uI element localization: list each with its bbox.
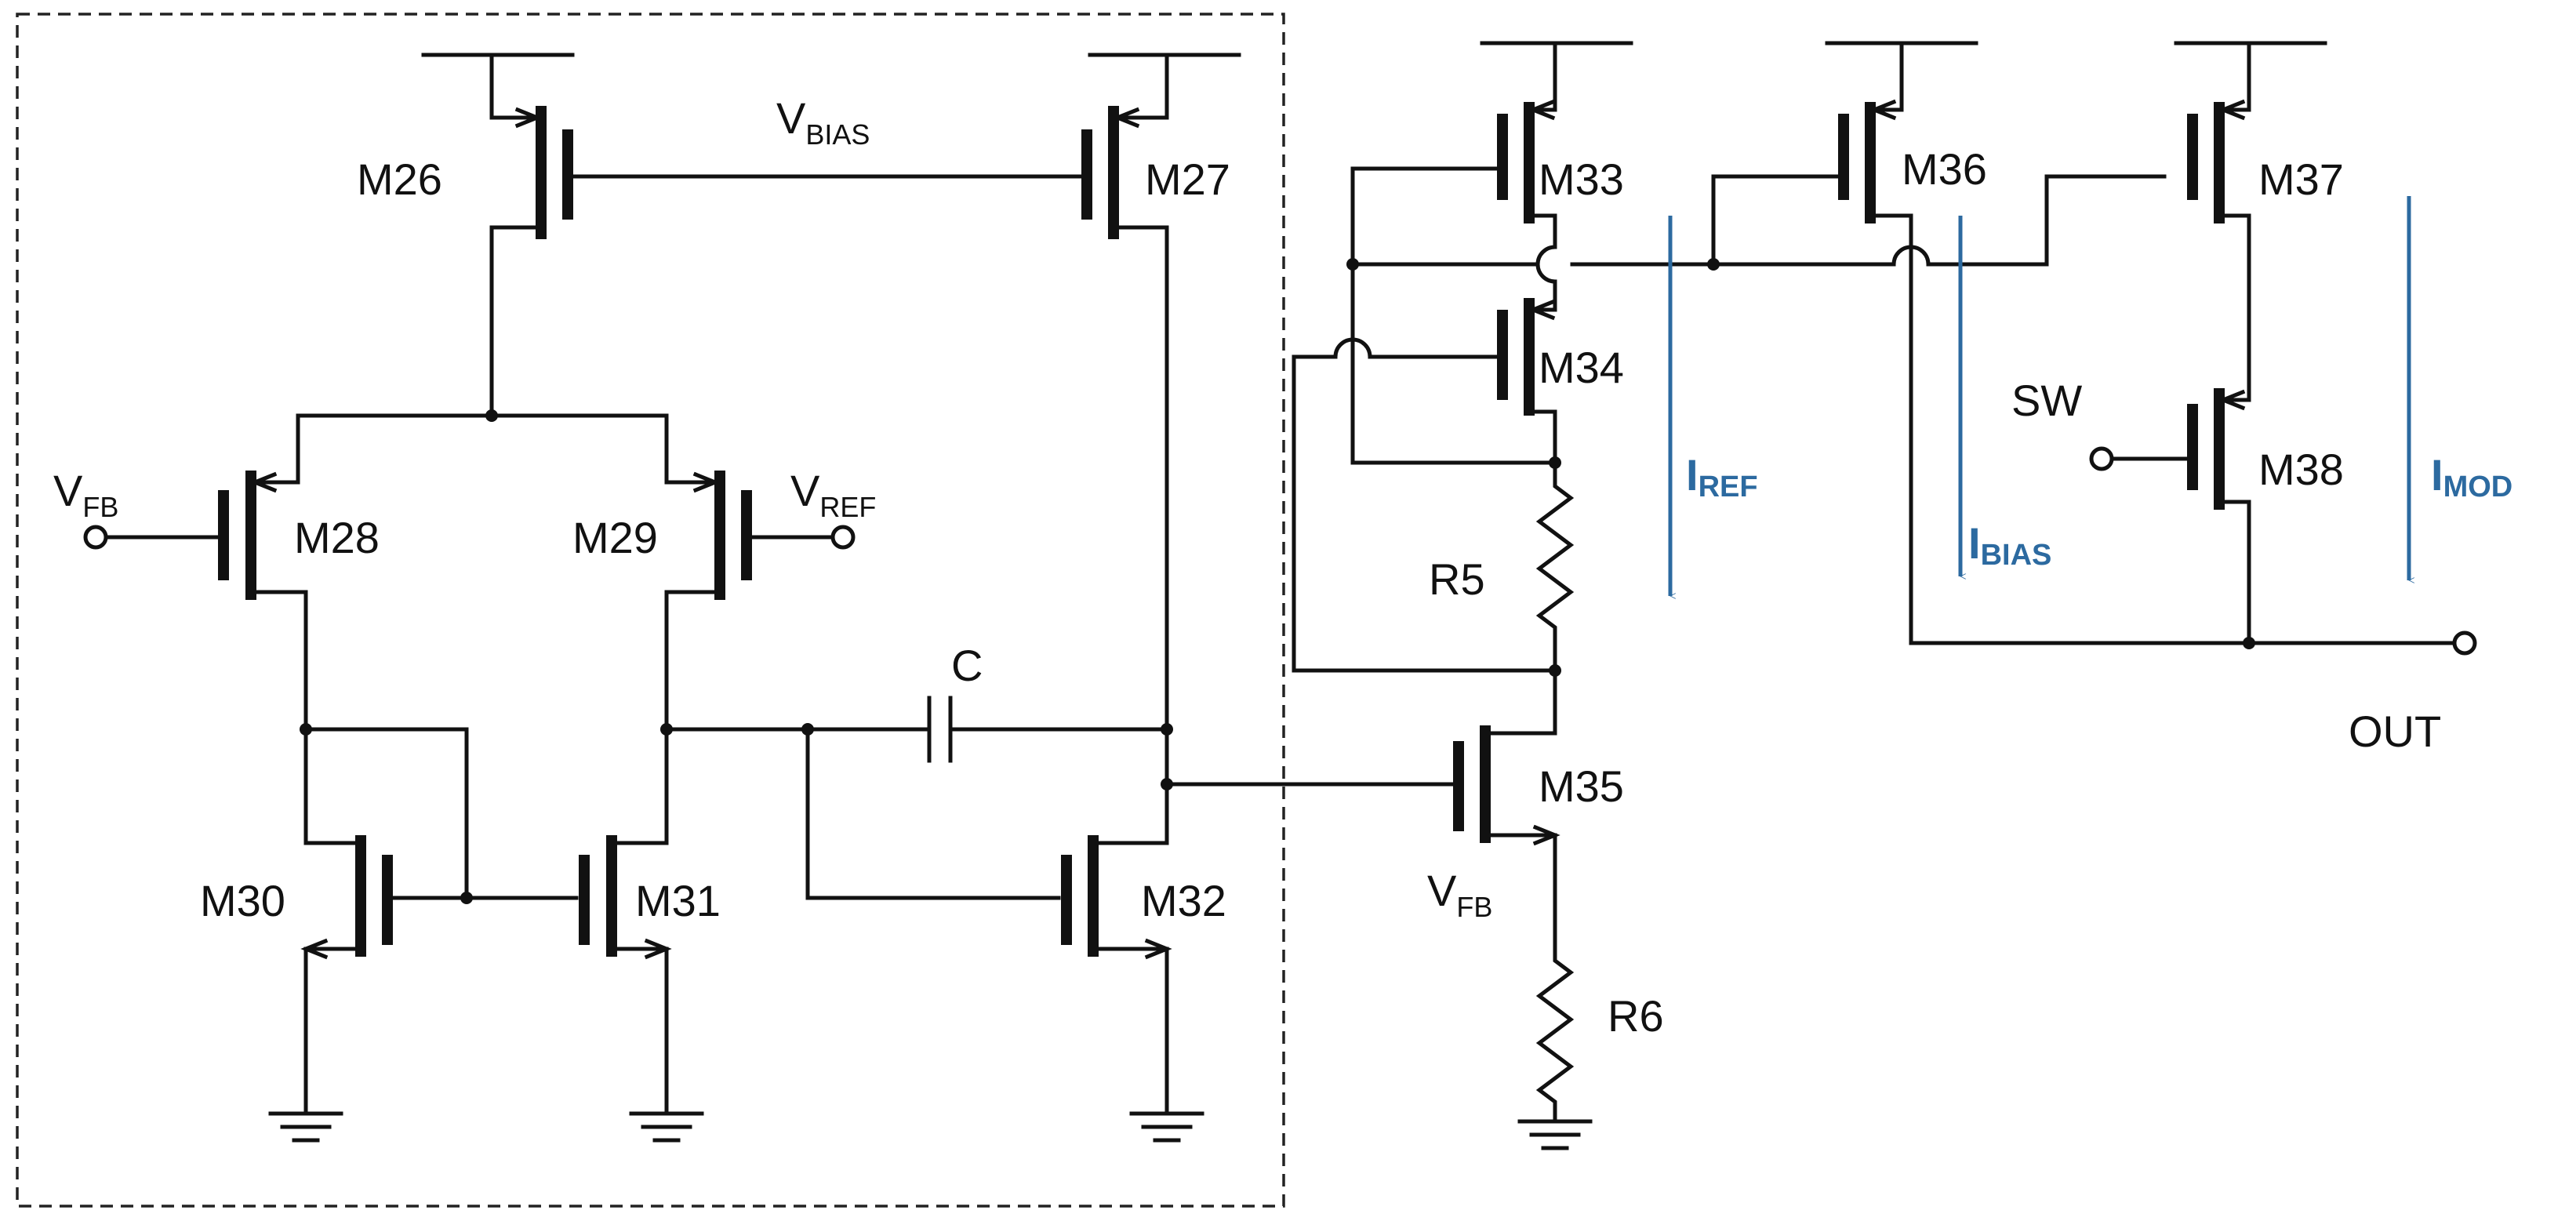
label-sw: SW xyxy=(2011,376,2082,425)
transistor-m30 xyxy=(300,727,393,1116)
transistor-m35 xyxy=(1453,725,1560,939)
transistor-m26 xyxy=(489,53,573,418)
label-m35: M35 xyxy=(1539,761,1624,811)
ground-symbol xyxy=(1517,1119,1593,1150)
label-c: C xyxy=(951,641,983,690)
transistor-m29 xyxy=(664,460,752,732)
vfb-input-terminal[interactable] xyxy=(83,525,108,550)
tail-node-dot xyxy=(485,409,498,422)
gate-bias-line xyxy=(1350,174,2167,267)
label-vbias: VBIAS xyxy=(776,93,870,151)
label-r5: R5 xyxy=(1429,554,1485,604)
label-m38: M38 xyxy=(2258,445,2344,494)
label-m28: M28 xyxy=(294,513,380,562)
transistor-m31 xyxy=(579,727,672,1116)
label-vfb-input: VFB xyxy=(53,466,118,523)
resistor-r5 xyxy=(1535,460,1575,673)
transistor-m32 xyxy=(805,727,1172,1116)
sw-input-terminal[interactable] xyxy=(2089,446,2114,471)
ground-symbol xyxy=(1129,1111,1204,1143)
label-m30: M30 xyxy=(200,876,285,925)
label-m37: M37 xyxy=(2258,154,2344,204)
transistor-m36 xyxy=(1711,41,2245,645)
label-m29: M29 xyxy=(572,513,658,562)
transistor-m38 xyxy=(2109,388,2251,645)
label-vfb-node: VFB xyxy=(1427,866,1492,923)
label-iref: IREF xyxy=(1686,450,1758,503)
transistor-m34 xyxy=(1292,298,1557,673)
label-m26: M26 xyxy=(357,154,442,204)
out-terminal[interactable] xyxy=(2452,630,2477,656)
label-m31: M31 xyxy=(635,876,721,925)
label-out: OUT xyxy=(2349,707,2441,756)
vref-input-terminal[interactable] xyxy=(830,525,856,550)
label-m34: M34 xyxy=(1539,343,1624,392)
tail-wire xyxy=(296,413,669,465)
label-r6: R6 xyxy=(1608,991,1664,1041)
mirror-node-wire xyxy=(303,727,469,900)
resistor-r6 xyxy=(1535,935,1575,1124)
ground-symbol xyxy=(268,1111,343,1143)
compensation-capacitor xyxy=(927,696,1169,763)
transistor-m37 xyxy=(2187,41,2251,402)
label-m27: M27 xyxy=(1145,154,1230,204)
label-vref: VREF xyxy=(790,466,876,523)
error-amplifier-boundary xyxy=(16,13,1285,1208)
label-m33: M33 xyxy=(1539,154,1624,204)
label-imod: IMOD xyxy=(2431,450,2512,503)
label-ibias: IBIAS xyxy=(1968,518,2051,572)
transistor-m27 xyxy=(1081,53,1169,732)
label-m32: M32 xyxy=(1141,876,1226,925)
transistor-m28 xyxy=(218,460,308,732)
ground-symbol xyxy=(629,1111,704,1143)
label-m36: M36 xyxy=(1902,144,1987,194)
